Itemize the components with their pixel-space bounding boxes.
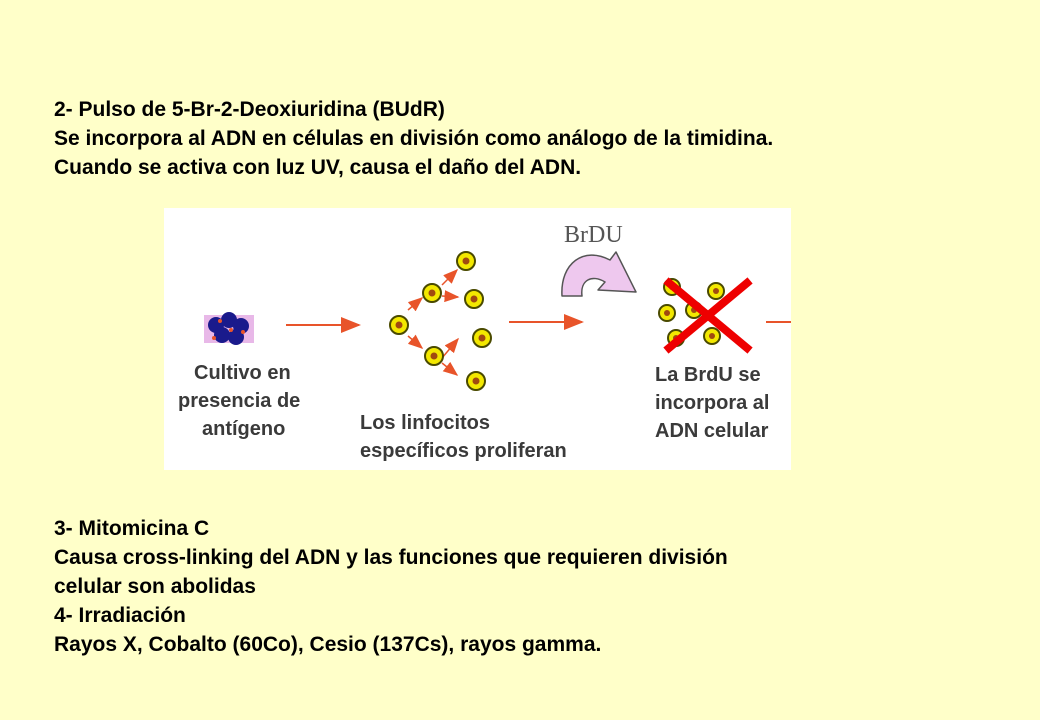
step2-label-line2: específicos proliferan — [360, 440, 567, 462]
step1-label: Cultivo en presencia de antígeno — [178, 362, 306, 440]
section3-heading: 3- Mitomicina C — [54, 517, 210, 540]
brdu-diagram: BrDU Cultivo en presencia de antígeno L — [164, 208, 791, 470]
culture-cluster-icon — [204, 312, 254, 345]
step1-label-line2: presencia de — [178, 390, 300, 412]
step3-label-line3: ADN celular — [655, 420, 769, 442]
top-text-block: 2- Pulso de 5-Br-2-Deoxiuridina (BUdR) S… — [54, 95, 773, 182]
step2-label-line1: Los linfocitos — [360, 412, 490, 434]
cross-mark-icon — [663, 277, 753, 354]
section3-line1: Causa cross-linking del ADN y las funcio… — [54, 546, 728, 569]
step1-label-line1: Cultivo en — [194, 362, 291, 384]
proliferating-cells-icon — [389, 251, 492, 391]
section4-line1: Rayos X, Cobalto (60Co), Cesio (137Cs), … — [54, 633, 602, 656]
bottom-text-block: 3- Mitomicina C Causa cross-linking del … — [54, 514, 728, 659]
step3-label-line1: La BrdU se — [655, 364, 761, 386]
curved-arrow-icon — [561, 251, 637, 297]
section3-line2: celular son abolidas — [54, 575, 256, 598]
step3-label-line2: incorpora al — [655, 392, 769, 414]
section2-line1: Se incorpora al ADN en células en divisi… — [54, 127, 774, 150]
step2-label: Los linfocitos específicos proliferan — [360, 412, 567, 462]
section2-line2: Cuando se activa con luz UV, causa el da… — [54, 156, 582, 179]
step1-label-line3: antígeno — [202, 418, 285, 440]
step3-label: La BrdU se incorpora al ADN celular — [655, 364, 775, 442]
section2-heading: 2- Pulso de 5-Br-2-Deoxiuridina (BUdR) — [54, 98, 445, 121]
brdu-label: BrDU — [564, 222, 623, 248]
section4-heading: 4- Irradiación — [54, 604, 186, 627]
